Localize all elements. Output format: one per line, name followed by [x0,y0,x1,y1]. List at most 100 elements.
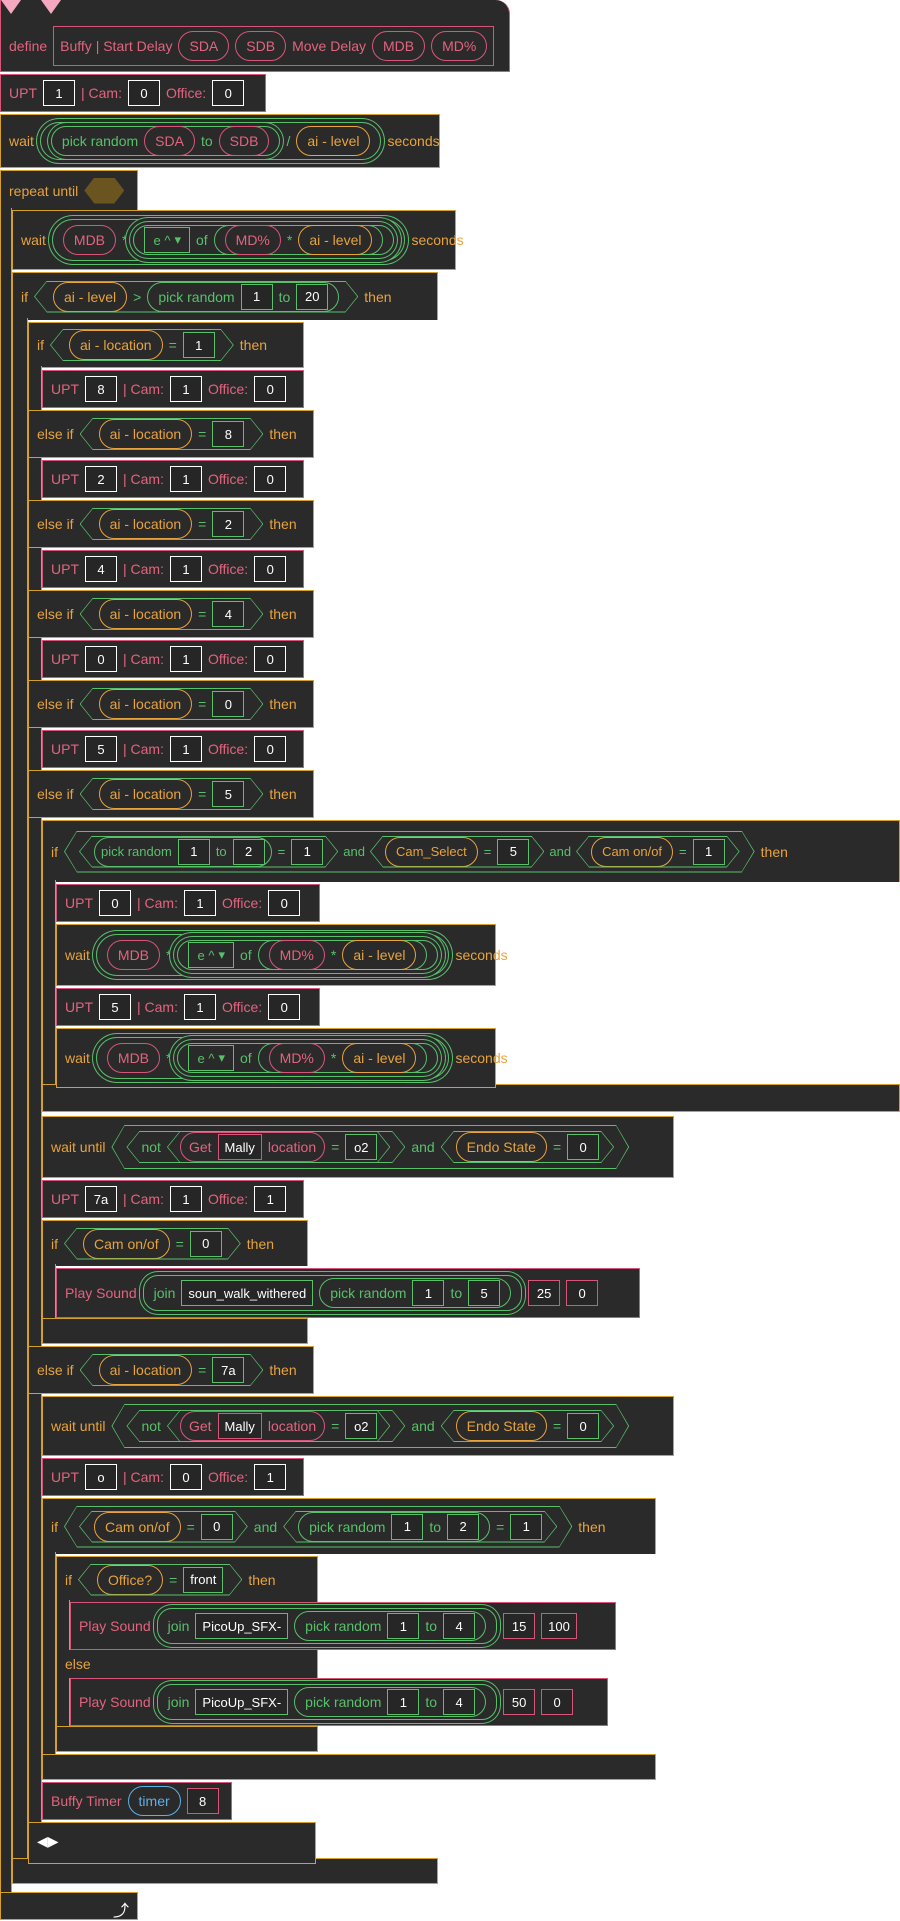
min-value[interactable]: 1 [412,1280,445,1306]
sdb-reporter[interactable]: SDB [218,126,270,156]
equals-operator[interactable]: ai - location=0 [80,688,264,720]
wait-block[interactable]: wait MDB * e ^▾ of MD% * ai - level seco… [12,210,464,270]
upt-value[interactable]: 4 [85,556,117,582]
min-value[interactable]: 1 [391,1514,423,1540]
ai-location-reporter[interactable]: ai - location [99,599,193,629]
character-value[interactable]: Mally [218,1134,262,1160]
upt-value[interactable]: 5 [85,736,117,762]
param-mdb[interactable]: MDB [372,30,426,61]
location-value[interactable]: 5 [212,781,244,807]
cam-value[interactable]: 0 [127,80,160,106]
upt-value[interactable]: 5 [99,994,131,1020]
compare-value[interactable]: 0 [201,1514,233,1540]
math-function-reporter[interactable]: e ^▾ of MD%*ai - level [177,1043,439,1073]
upt-value[interactable]: 0 [99,890,131,916]
location-value[interactable]: 4 [212,601,244,627]
ai-location-reporter[interactable]: ai - location [99,689,193,719]
equals-operator[interactable]: ai - location=2 [80,508,264,540]
multiply-operator[interactable]: MD% * ai - level [213,225,384,255]
max-value[interactable]: 20 [296,284,328,310]
character-value[interactable]: Mally [218,1413,262,1439]
equals-operator[interactable]: Office?=front [78,1564,242,1596]
office-value[interactable]: 0 [268,890,301,916]
function-dropdown[interactable]: e ^▾ [188,942,234,968]
sound-name-value[interactable]: PicoUp_SFX- [195,1689,289,1715]
office-value[interactable]: 0 [268,994,301,1020]
cam-value[interactable]: 0 [169,1464,202,1490]
compare-value[interactable]: 0 [567,1413,599,1439]
max-value[interactable]: 2 [447,1514,479,1540]
upt-value[interactable]: 8 [85,376,117,402]
compare-value[interactable]: front [183,1567,223,1593]
pitch-value[interactable]: 100 [541,1613,577,1639]
upt-value[interactable]: 2 [85,466,117,492]
mdb-reporter[interactable]: MDB [106,940,161,970]
math-function-reporter[interactable]: e ^▾ of MD% * ai - level [133,225,395,255]
office-value[interactable]: 0 [254,736,287,762]
if-ai-location-block[interactable]: if ai - location=1 then [28,322,304,368]
max-value[interactable]: 4 [443,1689,476,1715]
mdb-reporter[interactable]: MDB [106,1043,161,1073]
min-value[interactable]: 1 [387,1613,420,1639]
volume-value[interactable]: 50 [503,1689,536,1715]
wait-block[interactable]: wait pick random SDA to SDB / ai - level… [0,114,440,168]
equals-operator[interactable]: Endo State=0 [441,1131,614,1163]
equals-operator[interactable]: ai - location=1 [50,329,234,361]
cam-on-off-reporter[interactable]: Cam on/of [94,1512,181,1542]
office-value[interactable]: 0 [254,556,287,582]
cam-select-reporter[interactable]: Cam_Select [385,837,478,867]
equals-operator[interactable]: ai - location=7a [80,1354,264,1386]
max-value[interactable]: 2 [233,839,265,865]
equals-operator[interactable]: Cam on/of=1 [576,836,740,868]
ai-level-reporter[interactable]: ai - level [342,940,417,970]
ai-location-reporter[interactable]: ai - location [99,1355,193,1385]
location-value[interactable]: 0 [212,691,244,717]
cam-value[interactable]: 1 [169,1186,202,1212]
define-hat[interactable]: define Buffy | Start Delay SDA SDB Move … [0,0,510,72]
sound-name-value[interactable]: soun_walk_withered [181,1280,314,1306]
repeat-until-block[interactable]: repeat until [0,170,138,210]
function-dropdown[interactable]: e ^▾ [188,1045,234,1071]
office-reporter[interactable]: Office? [97,1565,163,1595]
compare-value[interactable]: o2 [345,1413,377,1439]
location-value[interactable]: 1 [183,332,215,358]
compare-value[interactable]: 0 [190,1231,222,1257]
wait-block[interactable]: wait MDB * e ^▾ of MD%*ai - level second… [56,1028,508,1088]
endo-state-reporter[interactable]: Endo State [456,1411,547,1441]
location-value[interactable]: 2 [212,511,244,537]
pitch-value[interactable]: 0 [566,1280,599,1306]
cam-on-off-reporter[interactable]: Cam on/of [591,837,673,867]
compare-value[interactable]: 1 [693,839,725,865]
math-function-reporter[interactable]: e ^▾ of MD%*ai - level [177,940,439,970]
equals-operator[interactable]: Cam_Select=5 [370,836,544,868]
